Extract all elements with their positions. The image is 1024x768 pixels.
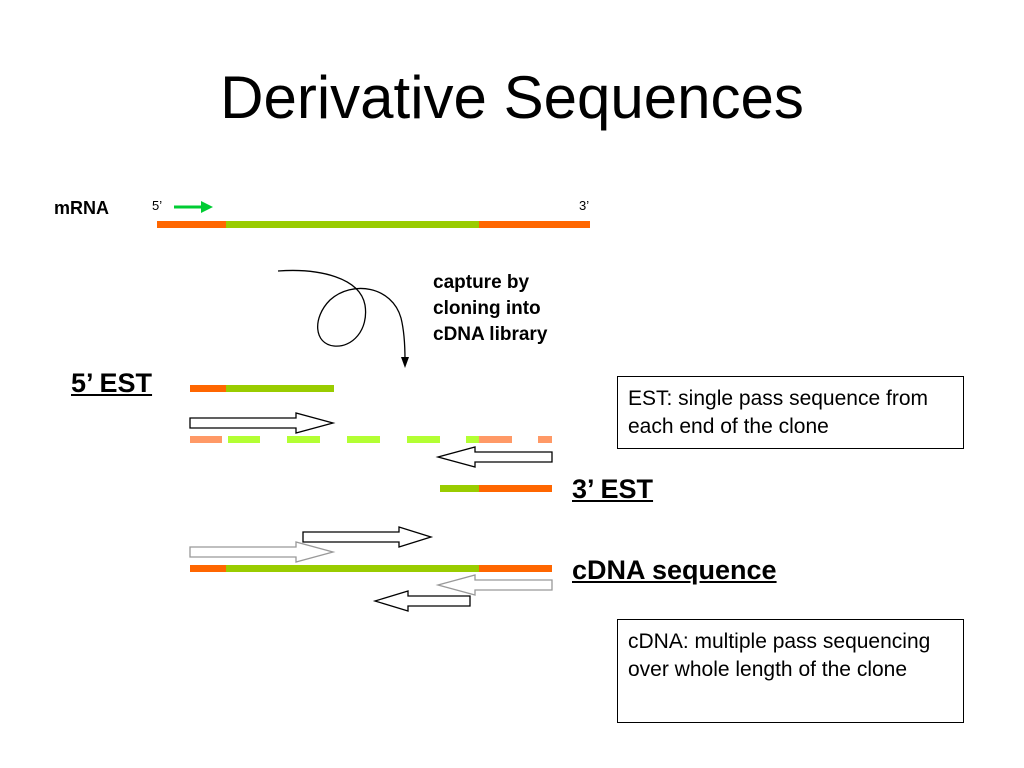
slide-title: Derivative Sequences [220,64,804,131]
clone-dash [479,436,512,443]
clone-dash [287,436,320,443]
capture-note: capture by cloning into cDNA library [433,272,548,345]
mrna-5utr-segment [157,221,226,228]
est5-utr-segment [190,385,226,392]
cdna-sequence-label: cDNA sequence [572,555,777,585]
clone-dash [228,436,260,443]
reverse-read-arrow-light-icon [435,574,553,596]
est3-coding-segment [440,485,479,492]
cdna-read-arrows [189,526,434,563]
clone-dash [466,436,479,443]
three-prime-label: 3’ [579,198,590,213]
est3-bar [440,485,552,492]
clone-dash [538,436,552,443]
clone-dash [347,436,380,443]
cdna-3utr-segment [479,565,552,572]
right-arrow-icon [174,201,213,213]
est5-bar [190,385,334,392]
mrna-3utr-segment [479,221,590,228]
five-prime-label: 5’ [152,198,163,213]
est-note-box: EST: single pass sequence from each end … [617,376,964,449]
forward-read-arrow-light-icon [189,541,336,563]
clone-dash [407,436,440,443]
mrna-coding-segment [226,221,479,228]
cdna-coding-segment [226,565,479,572]
reverse-read-arrow-icon [435,446,553,468]
est3-utr-segment [479,485,552,492]
cdna-5utr-segment [190,565,226,572]
mrna-bar [157,221,590,228]
est5-label: 5’ EST [71,368,153,398]
clone-dash [190,436,222,443]
forward-read-arrow-icon [302,526,434,548]
cdna-note-box: cDNA: multiple pass sequencing over whol… [617,619,964,723]
cdna-reverse-arrows [372,574,553,612]
looping-arrow-icon [277,269,409,368]
clone-dashed-bar [190,436,552,443]
cdna-bar [190,565,552,572]
reverse-read-arrow-icon [372,590,471,612]
est5-coding-segment [226,385,334,392]
forward-read-arrow-icon [189,412,336,434]
mrna-label: mRNA [54,198,110,218]
est3-label: 3’ EST [572,474,654,504]
